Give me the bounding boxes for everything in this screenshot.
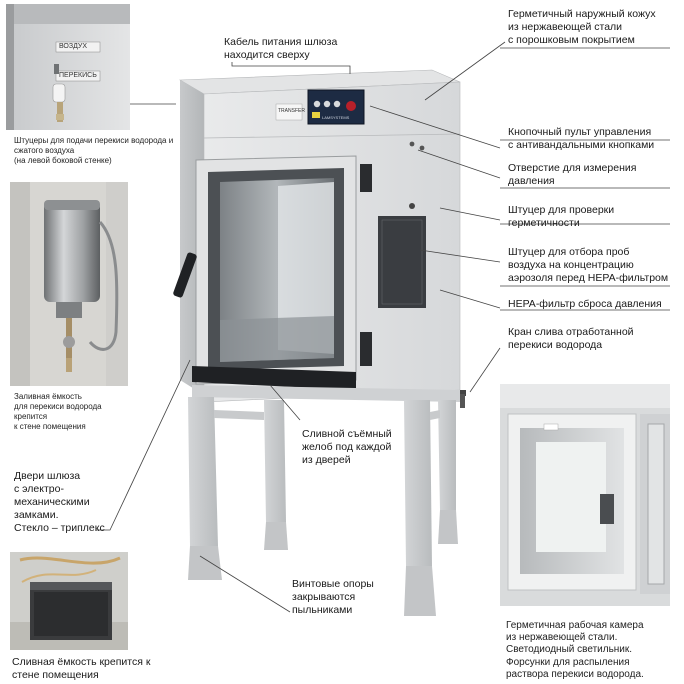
photo-refill-tank <box>10 182 128 386</box>
callout-feet: Винтовые опоры закрываются пыльниками <box>292 578 374 616</box>
callout-drain-valve: Кран слива отработанной перекиси водород… <box>508 326 634 351</box>
callout-hepa: HEPA-фильтр сброса давления <box>508 298 662 310</box>
callout-control-panel: Кнопочный пульт управления с антивандаль… <box>508 126 655 151</box>
callout-pressure-port: Отверстие для измерения давления <box>508 162 637 187</box>
callout-doors: Двери шлюза с электро- механическими зам… <box>14 470 105 534</box>
photo-drain-container <box>10 552 128 650</box>
port-label-air: ВОЗДУХ <box>59 43 88 50</box>
nameplate-text: TRANSFER <box>278 108 305 114</box>
callout-power-cable: Кабель питания шлюза находится сверху <box>224 36 338 61</box>
photo-chamber-interior <box>500 384 670 606</box>
caption-drain-container: Сливная ёмкость крепится к стене помещен… <box>12 656 151 681</box>
callout-drain-tray: Сливной съёмный желоб под каждой из двер… <box>302 428 392 466</box>
caption-ports: Штуцеры для подачи перекиси водорода и с… <box>14 136 174 165</box>
callout-sample-port: Штуцер для отбора проб воздуха на концен… <box>508 246 669 284</box>
brand-text: LAMSYSTEMS <box>322 115 350 120</box>
port-label-peroxide: ПЕРЕКИСЬ <box>59 72 97 79</box>
caption-refill-tank: Заливная ёмкость для перекиси водорода к… <box>14 392 102 431</box>
photo-ports-side-wall: ВОЗДУХ ПЕРЕКИСЬ <box>6 4 130 130</box>
transfer-hatch-illustration: TRANSFER LAMSYSTEMS <box>160 60 480 630</box>
callout-housing: Герметичный наружный кожух из нержавеюще… <box>508 8 656 46</box>
caption-chamber: Герметичная рабочая камера из нержавеюще… <box>506 620 644 680</box>
callout-leak-test: Штуцер для проверки герметичности <box>508 204 615 229</box>
